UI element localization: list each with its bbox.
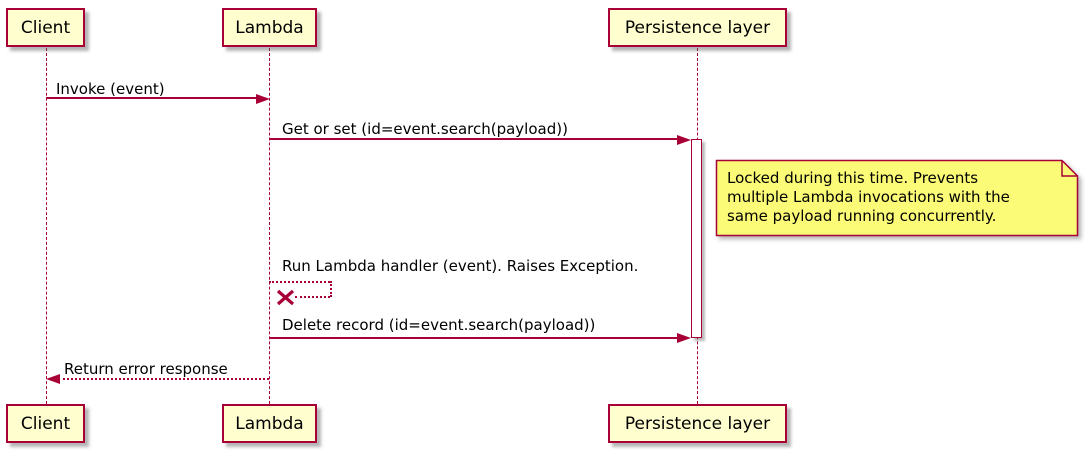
lifeline-lambda — [269, 48, 270, 404]
note-line: same payload running concurrently. — [727, 207, 997, 225]
message-label-invoke: Invoke (event) — [56, 80, 165, 98]
participant-lambda-top: Lambda — [222, 8, 317, 47]
message-label-run-handler: Run Lambda handler (event). Raises Excep… — [282, 257, 639, 275]
message-line-return-error — [58, 378, 269, 380]
self-message-segment-bottom — [295, 296, 330, 298]
arrowhead-left-icon — [46, 374, 60, 384]
destroy-x-icon — [276, 289, 295, 306]
note-line: multiple Lambda invocations with the — [727, 188, 1010, 206]
message-line-invoke — [46, 97, 258, 99]
lifeline-client — [46, 48, 47, 404]
participant-lambda-bottom: Lambda — [222, 404, 317, 443]
activation-bar-persistence — [691, 139, 702, 338]
participant-persistence-top: Persistence layer — [608, 8, 787, 47]
message-line-delete-record — [269, 337, 678, 339]
arrowhead-right-icon — [256, 94, 270, 104]
message-label-get-or-set: Get or set (id=event.search(payload)) — [282, 120, 568, 138]
message-label-delete-record: Delete record (id=event.search(payload)) — [282, 316, 596, 334]
participant-persistence-bottom: Persistence layer — [608, 404, 787, 443]
note-fold-corner-icon — [1061, 160, 1078, 177]
note-line: Locked during this time. Prevents — [727, 169, 979, 187]
note-shape — [715, 159, 1079, 237]
participant-client-bottom: Client — [6, 404, 85, 443]
arrowhead-right-icon — [677, 333, 691, 343]
message-line-get-or-set — [269, 138, 678, 140]
self-message-segment-right — [330, 281, 332, 297]
participant-client-top: Client — [6, 8, 85, 47]
note-text: Locked during this time. Prevents multip… — [727, 169, 1010, 226]
note-locked-during: Locked during this time. Prevents multip… — [715, 159, 1079, 237]
self-message-segment-top — [269, 281, 330, 283]
arrowhead-right-icon — [677, 135, 691, 145]
message-label-return-error: Return error response — [64, 360, 228, 378]
